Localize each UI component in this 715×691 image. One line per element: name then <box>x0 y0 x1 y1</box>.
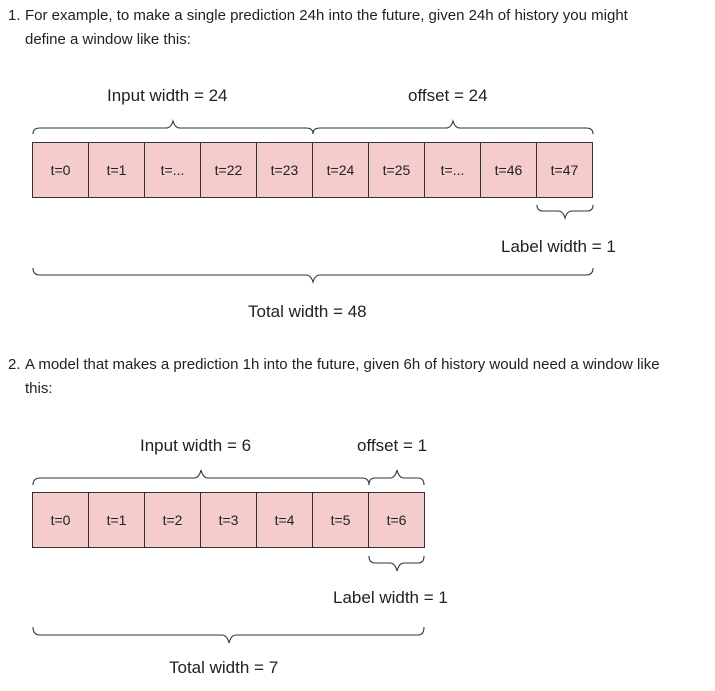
time-step-cell: t=1 <box>89 492 145 548</box>
time-step-cell: t=23 <box>257 142 313 198</box>
time-step-cell: t=0 <box>32 142 89 198</box>
list-text-line: define a window like this: <box>25 31 191 48</box>
list-number: 1. <box>8 7 21 24</box>
time-step-cell: t=0 <box>32 492 89 548</box>
input-width-label: Input width = 6 <box>140 436 252 455</box>
list-item-2: 2. A model that makes a prediction 1h in… <box>8 353 715 401</box>
time-step-cell: t=4 <box>257 492 313 548</box>
time-step-cell: t=... <box>145 142 201 198</box>
input-width-label: Input width = 24 <box>107 86 228 105</box>
total-width-label: Total width = 7 <box>169 658 279 677</box>
time-step-cell: t=47 <box>537 142 593 198</box>
time-step-cell: t=5 <box>313 492 369 548</box>
time-step-cell: t=6 <box>369 492 425 548</box>
list-item-1: 1. For example, to make a single predict… <box>8 4 708 52</box>
list-text-line: A model that makes a prediction 1h into … <box>25 356 660 373</box>
total-width-label: Total width = 48 <box>248 302 367 321</box>
time-step-cell: t=2 <box>145 492 201 548</box>
time-step-cell: t=3 <box>201 492 257 548</box>
offset-label: offset = 1 <box>357 436 428 455</box>
label-width-label: Label width = 1 <box>333 588 448 607</box>
list-number: 2. <box>8 356 21 373</box>
list-text-line: For example, to make a single prediction… <box>25 7 628 24</box>
offset-label: offset = 24 <box>408 86 488 105</box>
list-text-line: this: <box>25 380 53 397</box>
time-step-cell: t=... <box>425 142 481 198</box>
time-step-cell: t=22 <box>201 142 257 198</box>
time-step-cell: t=25 <box>369 142 425 198</box>
time-step-cell: t=24 <box>313 142 369 198</box>
time-step-cell: t=46 <box>481 142 537 198</box>
label-width-label: Label width = 1 <box>501 237 616 256</box>
time-step-cell: t=1 <box>89 142 145 198</box>
